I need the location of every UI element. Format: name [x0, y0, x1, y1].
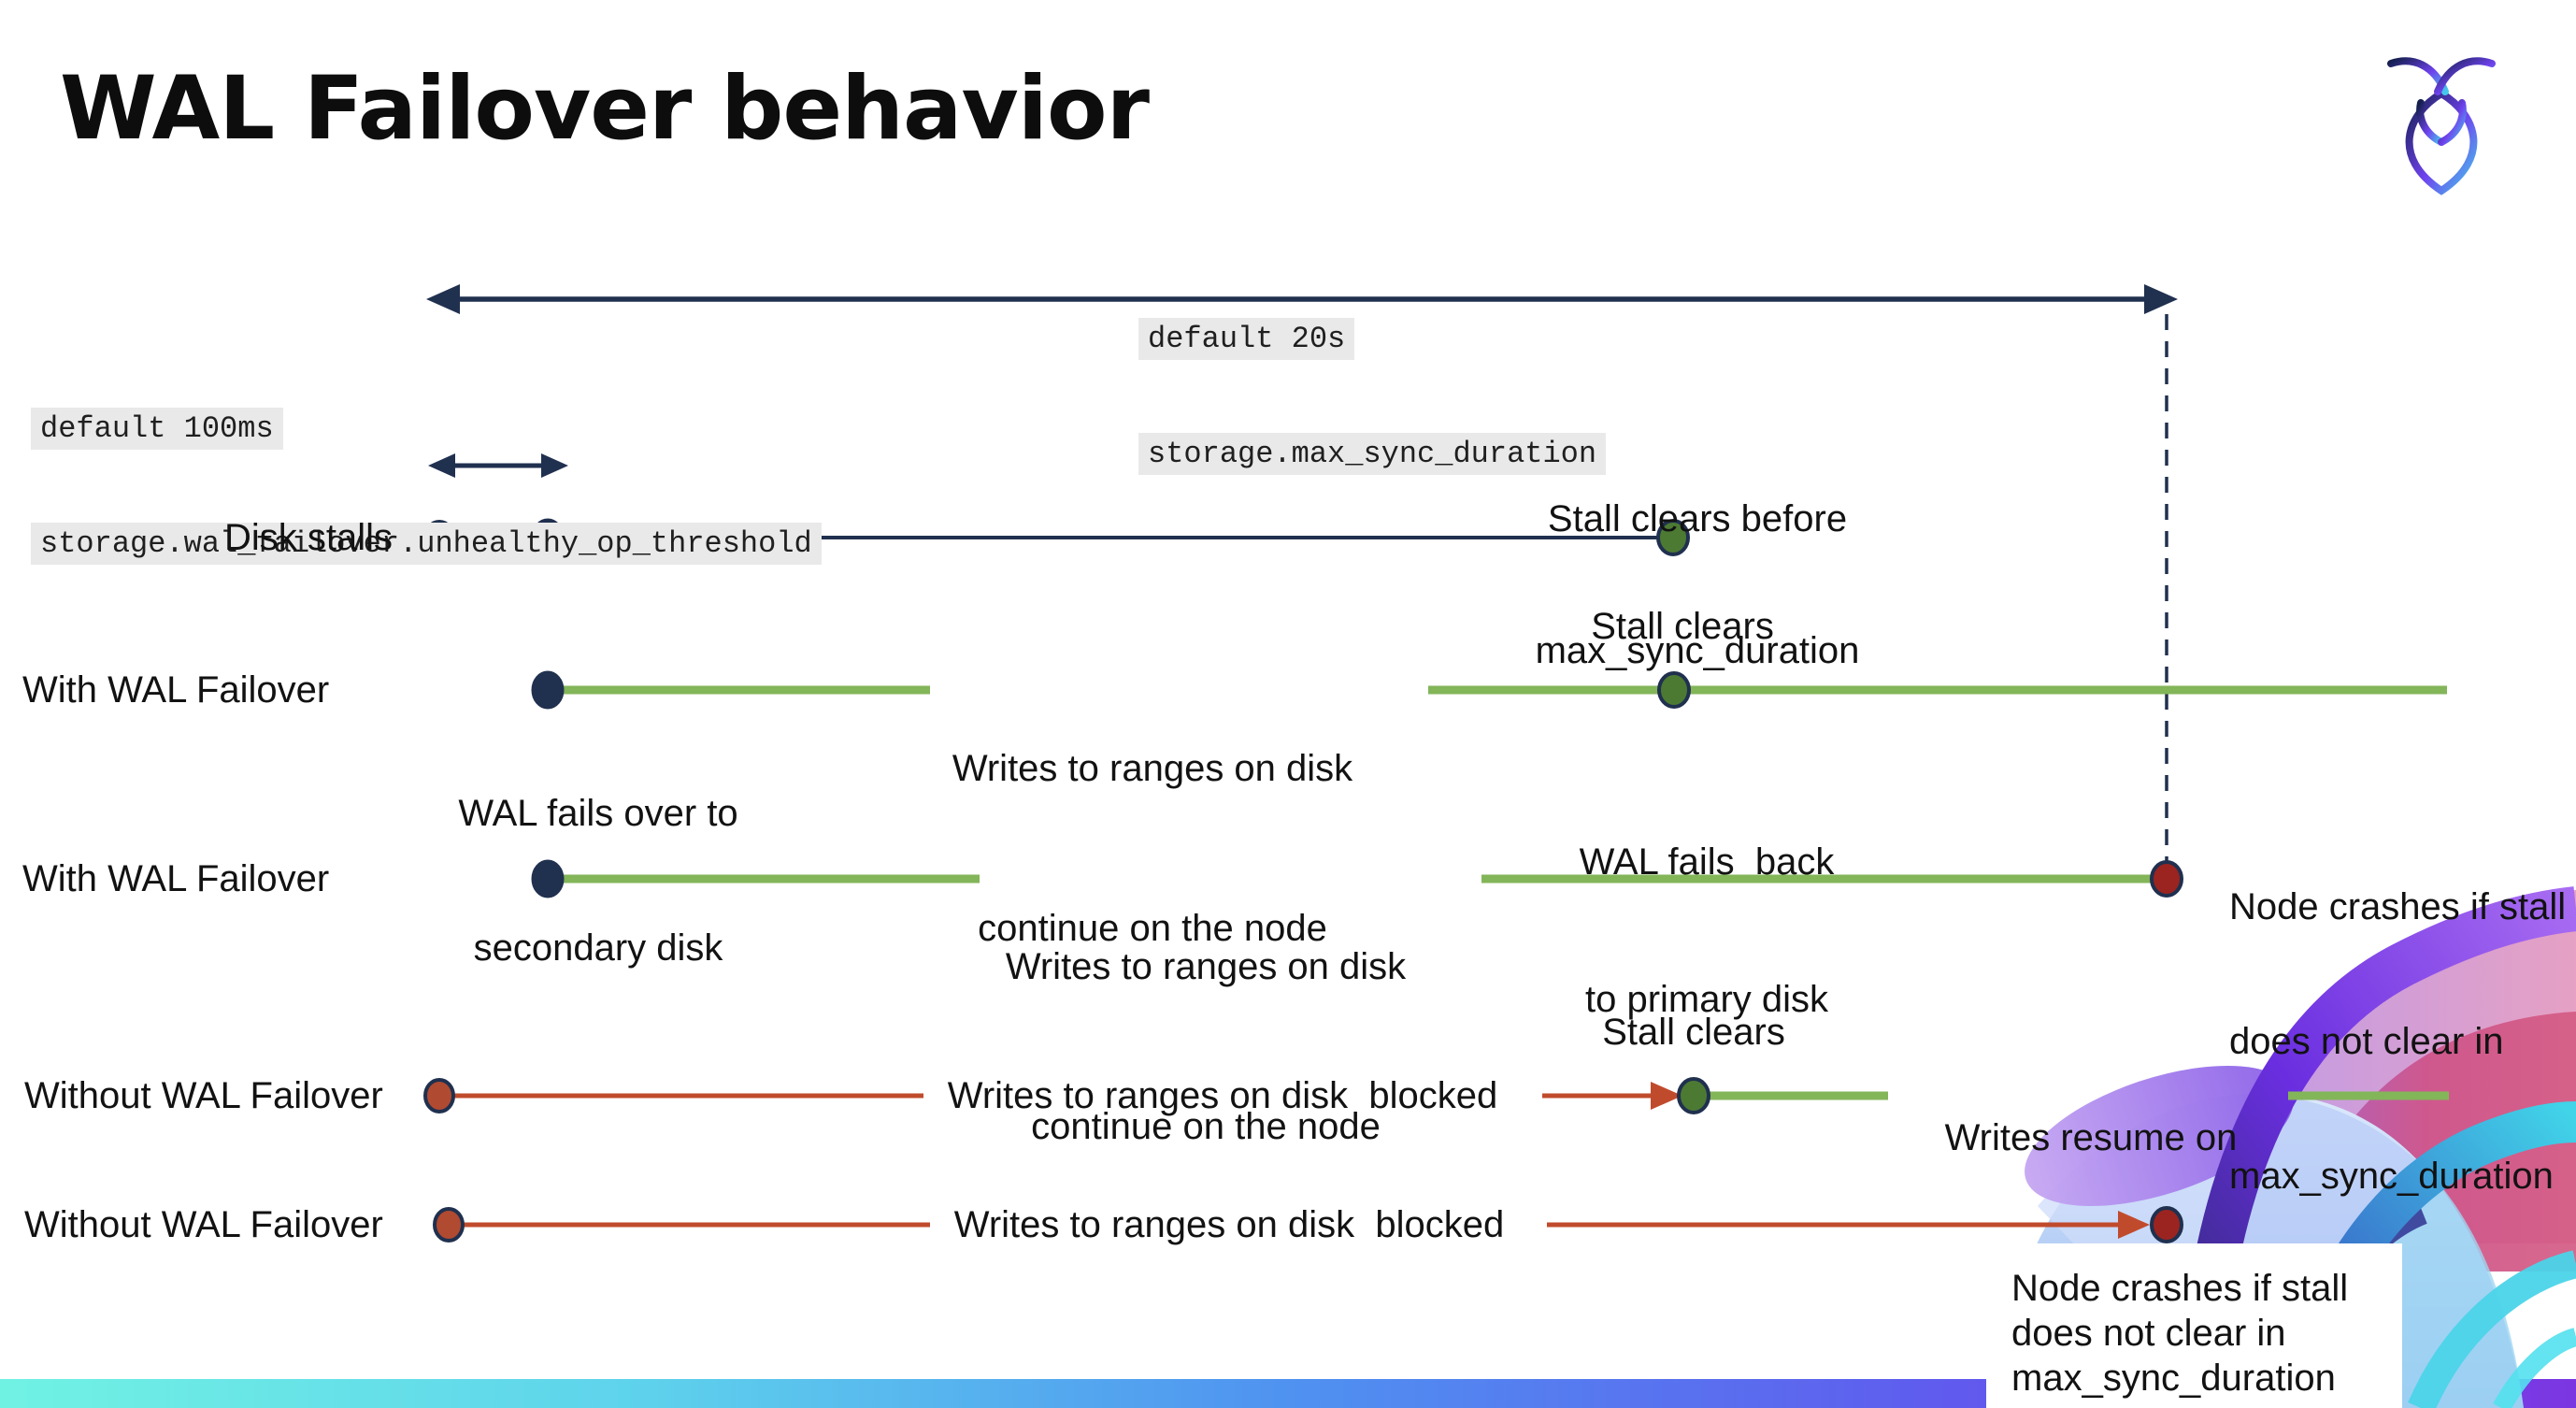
crash-dot — [2150, 860, 2183, 898]
stall-clears-dot — [1677, 1077, 1710, 1114]
unhealthy-op-threshold-arrow — [428, 453, 568, 478]
failover-dot — [531, 670, 565, 710]
annotation-writes-blocked-1: Writes to ranges on disk blocked — [947, 1075, 1498, 1116]
config-default-20s: default 20s — [1138, 318, 1355, 360]
timeline-wal-failover-crash — [531, 859, 2183, 898]
max-sync-duration-arrow — [426, 284, 2178, 314]
stall-start-dot — [423, 1078, 455, 1113]
timeline-no-failover-clears — [423, 1077, 2449, 1114]
annotation-node-crashes-box: Node crashes if stall does not clear in … — [2011, 1268, 2349, 1399]
config-setting-unhealthy-op: storage.wal_failover.unhealthy_op_thresh… — [31, 523, 822, 565]
config-default-100ms: default 100ms — [31, 408, 283, 450]
config-label-unhealthy-op: default 100ms storage.wal_failover.unhea… — [31, 338, 822, 638]
annotation-wal-fails-over: WAL fails over to secondary disk — [458, 793, 738, 969]
crash-dot — [2150, 1206, 2183, 1243]
failover-dot — [531, 859, 565, 898]
row-label-with-wal-failover-2: With WAL Failover — [22, 858, 330, 899]
annotation-stall-clears-1: Stall clears — [1591, 606, 1774, 647]
artwork-cyan-ribbon — [2408, 1250, 2576, 1408]
timeline-wal-failover-clears — [531, 670, 2447, 710]
config-label-max-sync: default 20s storage.max_sync_duration — [1138, 249, 1607, 548]
annotation-writes-continue-1: Writes to ranges on disk continue on the… — [952, 748, 1353, 949]
annotation-wal-fails-back: WAL fails back to primary disk — [1579, 841, 1835, 1020]
red-arrowhead — [2118, 1211, 2150, 1239]
row-label-without-wal-failover-1: Without WAL Failover — [24, 1075, 383, 1116]
stall-start-dot — [433, 1207, 465, 1243]
stall-clears-dot — [1657, 671, 1691, 709]
artwork-lavender-cap — [2025, 1065, 2294, 1207]
annotation-stall-clears-2: Stall clears — [1602, 1012, 1785, 1053]
row-label-without-wal-failover-2: Without WAL Failover — [24, 1204, 383, 1245]
page-title: WAL Failover behavior — [60, 58, 1150, 160]
annotation-stall-clears-before: Stall clears before max_sync_duration — [1535, 498, 1860, 671]
callout-box: Node crashes if stall does not clear in … — [1986, 1243, 2402, 1408]
row-label-with-wal-failover-1: With WAL Failover — [22, 669, 330, 711]
artwork-cyan-ribbon — [2493, 1328, 2576, 1408]
red-arrowhead — [1651, 1082, 1682, 1110]
config-setting-max-sync: storage.max_sync_duration — [1138, 433, 1607, 475]
annotation-writes-blocked-2: Writes to ranges on disk blocked — [953, 1204, 1505, 1245]
row-label-disk-stalls: Disk stalls — [224, 517, 394, 558]
timeline-no-failover-crash — [433, 1206, 2183, 1243]
stall-clears-dot — [1656, 519, 1690, 556]
cockroachdb-logo-icon — [2387, 57, 2496, 195]
annotation-node-crashes-right: Node crashes if stall does not clear in … — [2229, 886, 2567, 1197]
annotation-writes-continue-2: Writes to ranges on disk continue on the… — [1005, 946, 1407, 1147]
